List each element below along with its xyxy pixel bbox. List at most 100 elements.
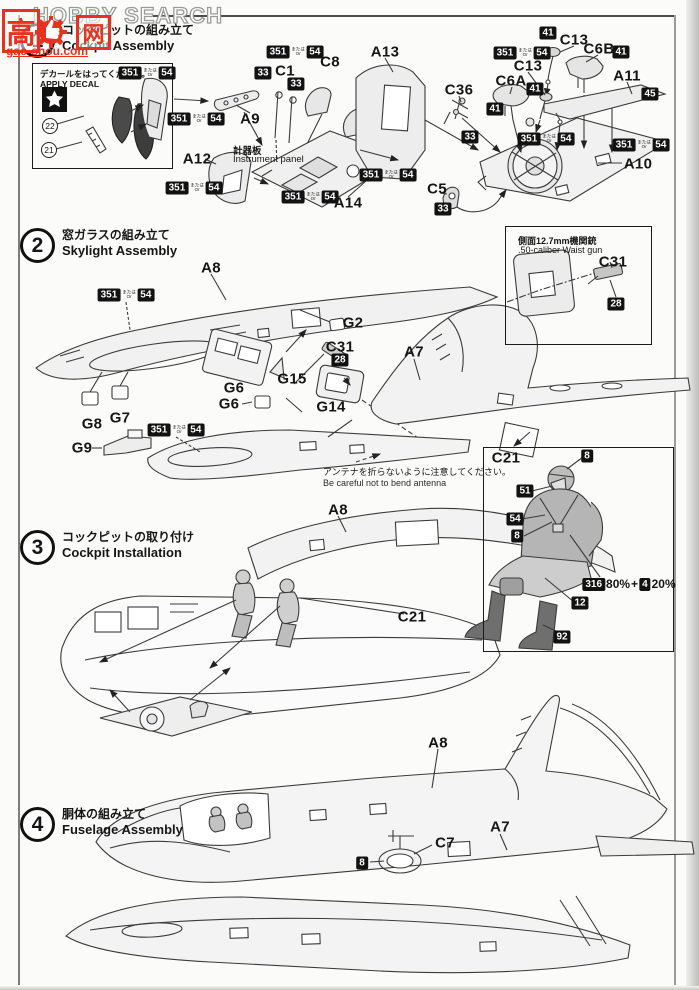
paint-callout-51: 51 xyxy=(516,484,534,498)
watermark-site-url: gao-shou.com xyxy=(6,44,89,58)
part-label-C31: C31 xyxy=(325,338,355,356)
paint-callout-12: 12 xyxy=(571,596,589,610)
part-label-G6: G6 xyxy=(218,395,240,413)
step-3-title-ja: コックピットの取り付け xyxy=(62,530,195,544)
antenna-caution-en: Be careful not to bend antenna xyxy=(323,478,447,488)
fuselage-assembly-drawing xyxy=(65,694,695,974)
page-border-top xyxy=(150,15,674,17)
paint-callout-33: 33 xyxy=(254,66,272,80)
part-label-A12: A12 xyxy=(182,150,212,168)
part-label-A10: A10 xyxy=(623,155,653,173)
waist-gun-note-box: 側面12.7mm機関銃 .50-caliber Waist gun xyxy=(505,226,652,345)
cockpit-installation-drawing xyxy=(60,456,616,737)
paint-callout-41: 41 xyxy=(539,26,557,40)
paint-callout-41: 41 xyxy=(612,45,630,59)
step-4-title-en: Fuselage Assembly xyxy=(62,822,183,837)
decal-note-en: APPLY DECAL xyxy=(40,79,100,89)
instrument-panel-label-ja: 計器板 xyxy=(233,146,262,157)
part-label-A9: A9 xyxy=(240,110,260,128)
antenna-caution-ja: アンテナを折らないように注意してください。 xyxy=(323,467,511,477)
paint-callout-28: 28 xyxy=(331,353,349,367)
paint-callout-33: 33 xyxy=(434,202,452,216)
step-4-header: 4 胴体の組み立て Fuselage Assembly xyxy=(20,807,183,842)
step-4-number: 4 xyxy=(20,807,55,842)
paint-callout-8: 8 xyxy=(356,856,368,870)
part-label-C21: C21 xyxy=(397,608,427,626)
part-label-C13: C13 xyxy=(513,57,543,75)
watermark-gear-thumb-icon xyxy=(35,16,67,48)
part-label-C13: C13 xyxy=(559,31,589,49)
part-label-C31: C31 xyxy=(598,253,628,271)
step-2-title-ja: 窓ガラスの組み立て xyxy=(62,228,170,242)
watermark-brand: HOBBY SEARCH xyxy=(32,2,224,28)
step-2-title-en: Skylight Assembly xyxy=(62,243,178,258)
part-label-A14: A14 xyxy=(333,194,363,212)
part-label-C36: C36 xyxy=(444,81,474,99)
step-2-header: 2 窓ガラスの組み立て Skylight Assembly xyxy=(20,228,177,263)
watermark-kanji-left: 高 xyxy=(2,9,40,53)
part-label-A11: A11 xyxy=(613,67,641,85)
part-label-C6B: C6B xyxy=(583,40,615,58)
part-label-G2: G2 xyxy=(342,314,364,332)
waist-gun-note-en: .50-caliber Waist gun xyxy=(518,245,603,255)
scan-edge-bottom xyxy=(0,986,699,990)
step-3-number: 3 xyxy=(20,530,55,565)
paint-callout-54: 54 xyxy=(506,512,524,526)
watermark-kanji-right: 网 xyxy=(76,15,111,50)
part-label-A8: A8 xyxy=(328,501,348,519)
scan-edge-right xyxy=(686,0,699,990)
paint-callout-8: 8 xyxy=(511,529,523,543)
part-label-C7: C7 xyxy=(435,834,455,852)
antenna-caution: アンテナを折らないように注意してください。 Be careful not to … xyxy=(323,465,511,488)
step-4-title-ja: 胴体の組み立て xyxy=(62,807,147,821)
paint-callout-45: 45 xyxy=(641,87,659,101)
part-label-G8: G8 xyxy=(81,415,103,433)
part-label-G7: G7 xyxy=(109,409,131,427)
part-label-C5: C5 xyxy=(427,180,447,198)
step-2-number: 2 xyxy=(20,228,55,263)
part-label-A8: A8 xyxy=(201,259,221,277)
part-label-A7: A7 xyxy=(490,818,510,836)
part-label-G6: G6 xyxy=(223,379,245,397)
step-3-title-en: Cockpit Installation xyxy=(62,545,182,560)
part-label-G15: G15 xyxy=(277,370,307,388)
paint-callout-28: 28 xyxy=(607,297,625,311)
part-label-C6A: C6A xyxy=(495,72,527,90)
pilot-figure-box xyxy=(483,447,674,652)
decal-number-21: 21 xyxy=(41,142,57,158)
decal-number-22: 22 xyxy=(42,118,58,134)
part-label-C21: C21 xyxy=(491,449,521,467)
instrument-panel-label-en: Instrument panel xyxy=(233,154,304,165)
paint-callout-8: 8 xyxy=(581,449,593,463)
skylight-assembly-drawing xyxy=(35,249,691,480)
part-label-C8: C8 xyxy=(320,53,340,71)
paint-callout-41: 41 xyxy=(526,82,544,96)
decal-note-ja: デカールをはってください。 xyxy=(40,69,150,79)
part-label-A7: A7 xyxy=(404,343,424,361)
waist-gun-note-ja: 側面12.7mm機関銃 xyxy=(518,236,597,246)
part-label-G9: G9 xyxy=(71,439,93,457)
paint-callout-92: 92 xyxy=(553,630,571,644)
paint-callout-33: 33 xyxy=(287,77,305,91)
part-label-C1: C1 xyxy=(275,62,295,80)
paint-callout-33: 33 xyxy=(461,130,479,144)
step-3-header: 3 コックピットの取り付け Cockpit Installation xyxy=(20,530,194,565)
page-border-right xyxy=(674,15,676,985)
part-label-G14: G14 xyxy=(316,398,346,416)
paint-callout-41: 41 xyxy=(486,102,504,116)
part-label-A8: A8 xyxy=(428,734,448,752)
part-label-A13: A13 xyxy=(370,43,400,61)
